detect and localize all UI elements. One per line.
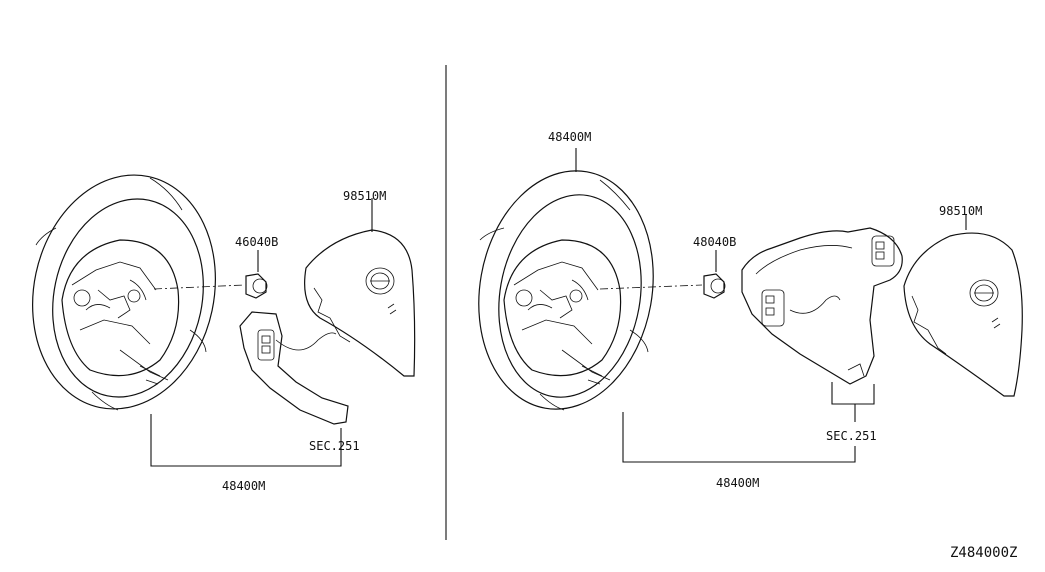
label-46040b: 46040B [235, 235, 278, 249]
label-sec-251-left: SEC.251 [309, 439, 360, 453]
label-98510m-left: 98510M [343, 189, 386, 203]
left-bracket-line [150, 414, 342, 467]
left-airbag-98510m: 98510M [304, 189, 416, 377]
left-switch-assembly [239, 311, 349, 425]
label-48040b: 48040B [693, 235, 736, 249]
right-sec-bracket [831, 382, 875, 405]
label-48400m-left: 48400M [222, 479, 265, 493]
right-nut-48040b: 48040B [599, 235, 736, 299]
left-nut-46040b: 46040B [153, 235, 278, 299]
label-sec-251-right: SEC.251 [826, 429, 877, 443]
right-steering-wheel: 48400M [478, 130, 654, 411]
label-48400m-right-bottom: 48400M [716, 476, 759, 490]
left-steering-wheel [32, 174, 216, 411]
label-48400m-right-top: 48400M [548, 130, 591, 144]
diagram-code: Z484000Z [950, 545, 1017, 561]
label-98510m-right: 98510M [939, 204, 982, 218]
right-bracket-line [622, 412, 856, 463]
right-switch-assembly [741, 227, 903, 385]
right-airbag-98510m: 98510M [903, 204, 1023, 397]
